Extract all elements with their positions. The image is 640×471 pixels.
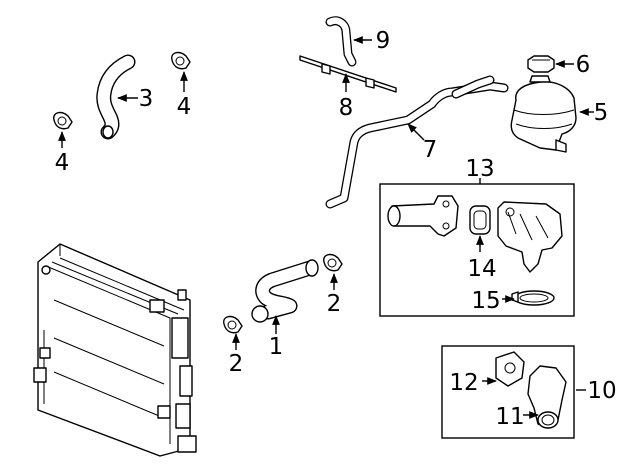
outlet-gasket — [495, 351, 525, 387]
callout-10: 10 — [587, 378, 616, 404]
callout-5: 5 — [594, 100, 609, 126]
callout-15: 15 — [471, 288, 500, 314]
thermostat — [497, 201, 563, 273]
callout-13: 13 — [465, 156, 494, 182]
callout-8: 8 — [339, 95, 354, 121]
callout-11: 11 — [495, 404, 524, 430]
callout-2-left: 2 — [229, 351, 244, 377]
clamp-left — [53, 111, 73, 130]
coolant-reservoir — [510, 75, 577, 153]
upper-hose — [96, 54, 136, 140]
thermostat-gasket — [469, 205, 491, 235]
callout-4-left: 4 — [55, 150, 70, 176]
radiator — [33, 243, 197, 457]
callout-7: 7 — [423, 137, 438, 163]
thermostat-housing — [387, 195, 459, 237]
thermostat-kit-box — [379, 183, 575, 317]
callout-14: 14 — [467, 256, 496, 282]
callout-6: 6 — [576, 52, 591, 78]
callout-9: 9 — [376, 28, 391, 54]
clamp-lower-left — [223, 315, 243, 334]
callout-4-right: 4 — [177, 94, 192, 120]
clamp-lower-right — [323, 253, 343, 272]
overflow-hose — [325, 16, 357, 67]
callout-1: 1 — [269, 334, 284, 360]
hose-clamp-ring — [511, 290, 555, 306]
leader-lines — [58, 36, 594, 419]
callout-2-right: 2 — [327, 291, 342, 317]
callout-labels: 1 2 2 3 4 4 5 6 7 8 9 10 11 12 13 14 15 — [55, 28, 617, 430]
callout-12: 12 — [449, 370, 478, 396]
clamp-right — [171, 51, 191, 70]
outlet-kit-box — [441, 345, 575, 439]
water-outlet — [527, 365, 567, 429]
reservoir-cap — [527, 55, 555, 73]
callout-3: 3 — [139, 86, 154, 112]
lower-hose — [251, 259, 319, 323]
coolant-tube — [325, 75, 509, 209]
